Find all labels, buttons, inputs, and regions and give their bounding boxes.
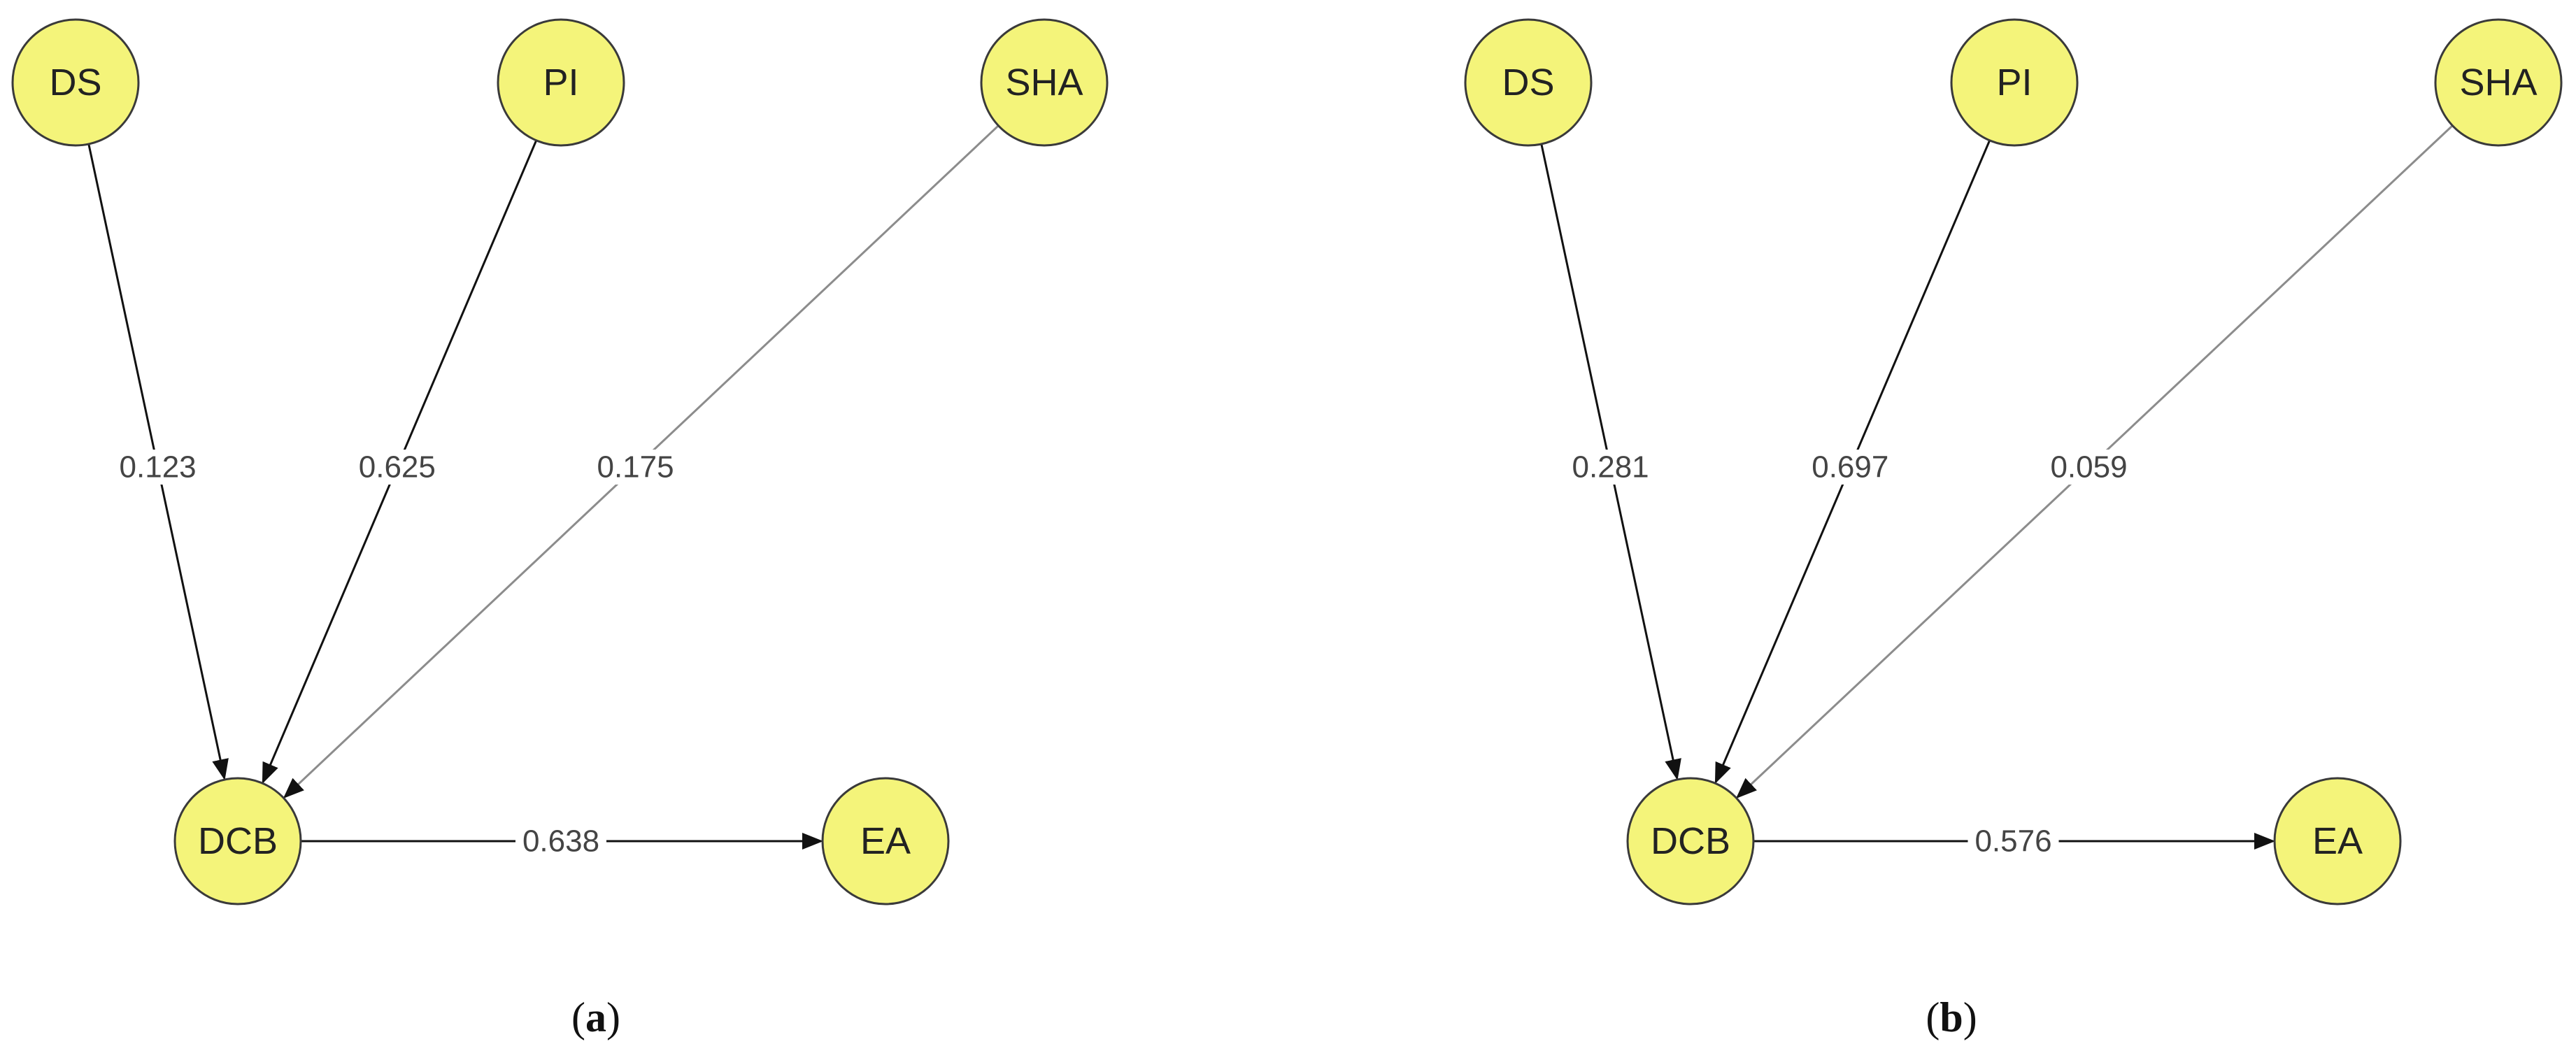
edge-weight-dcb-ea: 0.638	[522, 824, 599, 859]
edge-label-background	[1565, 450, 1656, 485]
node-pi	[497, 18, 625, 147]
node-ea	[2273, 777, 2402, 905]
edge-label-background	[1967, 824, 2059, 859]
panel-a-diagram: 0.123 0.625 0.175 0.638 DS PI SHA DCB EA	[11, 18, 1109, 905]
panel-b-caption: (b)	[1926, 994, 1977, 1040]
panel-a-caption: (a)	[571, 994, 620, 1040]
node-label-pi: PI	[1996, 62, 2032, 103]
edge-label-background	[1805, 450, 1896, 485]
node-sha	[2434, 18, 2563, 147]
node-label-ea: EA	[2312, 820, 2363, 862]
edge-weight-sha-dcb: 0.175	[597, 450, 674, 485]
node-label-ds: DS	[1502, 62, 1554, 103]
edge-weight-ds-dcb: 0.123	[120, 450, 197, 485]
node-pi	[1950, 18, 2079, 147]
panel-b-diagram: 0.281 0.697 0.059 0.576 DS PI SHA DCB EA	[1464, 18, 2563, 905]
edge-label-background	[112, 450, 204, 485]
edge-label-background	[590, 450, 681, 485]
edge-weight-pi-dcb: 0.625	[359, 450, 436, 485]
edge-weight-pi-dcb: 0.697	[1812, 450, 1888, 485]
node-ds	[11, 18, 140, 147]
node-dcb	[1626, 777, 1755, 905]
node-sha	[980, 18, 1109, 147]
node-label-sha: SHA	[2459, 62, 2537, 103]
node-label-dcb: DCB	[1651, 820, 1730, 862]
node-ea	[821, 777, 950, 905]
node-label-ea: EA	[860, 820, 911, 862]
edge-label-background	[351, 450, 443, 485]
node-label-pi: PI	[543, 62, 578, 103]
node-label-dcb: DCB	[198, 820, 278, 862]
edge-weight-dcb-ea: 0.576	[1974, 824, 2051, 859]
edge-label-background	[515, 824, 606, 859]
node-label-ds: DS	[49, 62, 101, 103]
edge-weight-sha-dcb: 0.059	[2050, 450, 2127, 485]
edge-weight-ds-dcb: 0.281	[1572, 450, 1649, 485]
node-label-sha: SHA	[1005, 62, 1083, 103]
node-ds	[1464, 18, 1593, 147]
node-dcb	[173, 777, 302, 905]
edge-label-background	[2043, 450, 2135, 485]
